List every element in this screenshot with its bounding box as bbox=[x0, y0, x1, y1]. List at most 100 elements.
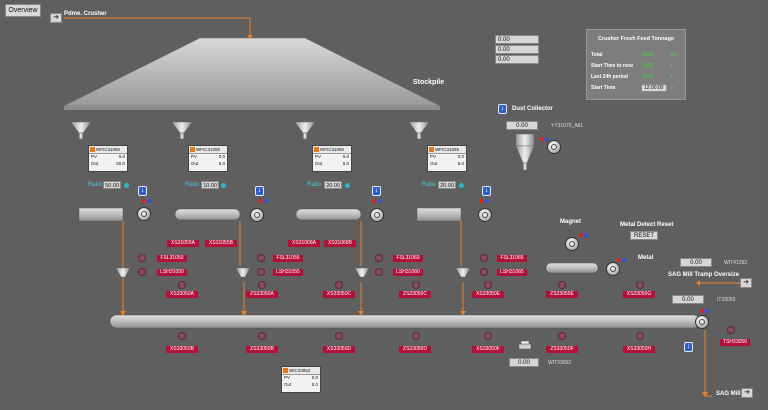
source-nav-arrow-icon[interactable]: ➜ bbox=[50, 13, 62, 23]
xs-tag[interactable]: XS33050B bbox=[166, 346, 198, 353]
pv-label: PV bbox=[284, 375, 291, 380]
xs-tag[interactable]: XS33050A bbox=[166, 291, 198, 298]
ratio-label: Ratio bbox=[422, 182, 437, 188]
out-label: Out bbox=[315, 160, 323, 166]
lsh-tag[interactable]: LSH31065 bbox=[497, 269, 527, 276]
faceplate-name: WFIC31055 bbox=[196, 147, 221, 152]
status-dots bbox=[579, 233, 593, 237]
tonnage-row-value: 0.00 bbox=[643, 63, 653, 69]
status-indicator bbox=[727, 326, 735, 334]
status-indicator bbox=[480, 268, 488, 276]
out-value: 5.0 bbox=[218, 160, 225, 166]
dust-collector-value: 0.00 bbox=[506, 121, 538, 130]
zs-tag[interactable]: ZS33050A bbox=[246, 291, 278, 298]
head-pulley-motor[interactable] bbox=[695, 315, 709, 329]
alarm-tag[interactable]: XS31055B bbox=[205, 240, 237, 247]
reset-button[interactable]: RESET bbox=[630, 231, 658, 240]
status-indicator bbox=[480, 254, 488, 262]
lsh-tag[interactable]: LSH31060 bbox=[393, 269, 423, 276]
xs-tag[interactable]: XS33050E bbox=[472, 291, 504, 298]
fsl-tag[interactable]: FSL31055 bbox=[273, 255, 303, 262]
zs-tag[interactable]: ZS33050D bbox=[399, 346, 431, 353]
alarm-tag[interactable]: XS31068A bbox=[288, 240, 320, 247]
ratio-input[interactable]: 10.00 bbox=[201, 181, 219, 189]
tonnage-row-value: 0.00 bbox=[643, 74, 653, 80]
ratio-indicator bbox=[221, 183, 226, 188]
xs-tag[interactable]: XS33050H bbox=[623, 346, 655, 353]
sag-mill-label: SAG Mill bbox=[716, 391, 741, 397]
dust-collector-label: Dust Collector bbox=[512, 106, 554, 112]
status-indicator bbox=[412, 332, 420, 340]
xs-tag[interactable]: XS33050C bbox=[323, 291, 355, 298]
tramp-nav-arrow-icon[interactable]: ➜ bbox=[740, 278, 752, 288]
stockpile-label: Stockpile bbox=[413, 79, 445, 86]
metal-detector[interactable] bbox=[606, 262, 620, 276]
pv-label: PV bbox=[315, 154, 322, 159]
zs-tag[interactable]: ZS33050F bbox=[546, 346, 578, 353]
status-indicator bbox=[335, 332, 343, 340]
feeder-info-icon[interactable]: ↓ bbox=[138, 186, 147, 196]
faceplate-name: WIC33052 bbox=[289, 368, 311, 373]
zs-tag[interactable]: ZS33050B bbox=[246, 346, 278, 353]
status-dots bbox=[372, 199, 386, 203]
zs-tag[interactable]: ZS33050C bbox=[399, 291, 431, 298]
fsl-tag[interactable]: FSL31050 bbox=[157, 255, 187, 262]
alarm-tag[interactable]: XS31055A bbox=[167, 240, 199, 247]
status-indicator bbox=[178, 281, 186, 289]
fsl-tag[interactable]: FSL31065 bbox=[497, 255, 527, 262]
feeder-4-motor[interactable] bbox=[478, 208, 492, 222]
wit41292-value: 0.00 bbox=[680, 258, 712, 267]
status-indicator bbox=[484, 281, 492, 289]
zs-tag[interactable]: ZS33050E bbox=[546, 291, 578, 298]
out-value: 5.0 bbox=[457, 160, 464, 166]
feeder-3-motor[interactable] bbox=[370, 208, 384, 222]
status-indicator bbox=[558, 332, 566, 340]
xs-tag[interactable]: XS33050F bbox=[472, 346, 504, 353]
feeder-info-icon[interactable]: ↓ bbox=[372, 186, 381, 196]
start-time-input[interactable]: 12:00:00 bbox=[641, 84, 667, 92]
ratio-input[interactable]: 50.00 bbox=[103, 181, 121, 189]
feeder-1-motor[interactable] bbox=[137, 207, 151, 221]
magnet-motor[interactable] bbox=[565, 237, 579, 251]
xs-tag[interactable]: XS33050G bbox=[623, 291, 655, 298]
tonnage-row-label: Start Time bbox=[591, 85, 616, 91]
status-indicator bbox=[335, 281, 343, 289]
lsh-tag[interactable]: LSH31050 bbox=[157, 269, 187, 276]
feeder-2-motor[interactable] bbox=[250, 208, 264, 222]
status-indicator bbox=[636, 332, 644, 340]
status-indicator bbox=[375, 254, 383, 262]
dust-collector-tag: YY31070_Alt1 bbox=[551, 123, 583, 129]
top-value-3: 0.00 bbox=[495, 55, 539, 64]
xs-tag[interactable]: XS33050D bbox=[323, 346, 355, 353]
tsh-tag[interactable]: TSH33050 bbox=[720, 339, 750, 346]
alarm-icon bbox=[314, 147, 319, 152]
out-value: 5.0 bbox=[311, 381, 318, 387]
fsl-tag[interactable]: FSL31060 bbox=[393, 255, 423, 262]
lsh-tag[interactable]: LSH31055 bbox=[273, 269, 303, 276]
alarm-tag[interactable]: XS31068B bbox=[324, 240, 356, 247]
dust-collector-fan[interactable] bbox=[547, 140, 561, 154]
metal-detect-reset-label: Metal Detect Reset bbox=[620, 222, 674, 228]
dust-collector-info-icon[interactable]: ↓ bbox=[498, 104, 507, 114]
overview-button[interactable]: Overview bbox=[5, 4, 41, 17]
out-label: Out bbox=[284, 381, 292, 387]
alarm-icon bbox=[190, 147, 195, 152]
feeder-info-icon[interactable]: ↓ bbox=[482, 186, 491, 196]
sag-mill-nav-arrow-icon[interactable]: ➜ bbox=[741, 388, 753, 398]
feeder-info-icon[interactable]: ↓ bbox=[255, 186, 264, 196]
tonnage-row-unit: t/h bbox=[671, 52, 677, 58]
ratio-label: Ratio bbox=[307, 182, 322, 188]
conveyor-info-icon[interactable]: ↓ bbox=[684, 342, 693, 352]
tonnage-row-unit: t bbox=[671, 74, 673, 80]
out-value: 5.0 bbox=[342, 160, 349, 166]
status-indicator bbox=[412, 281, 420, 289]
pv-label: PV bbox=[91, 154, 98, 159]
ratio-input[interactable]: 20.00 bbox=[438, 181, 456, 189]
ratio-input[interactable]: 20.00 bbox=[324, 181, 342, 189]
